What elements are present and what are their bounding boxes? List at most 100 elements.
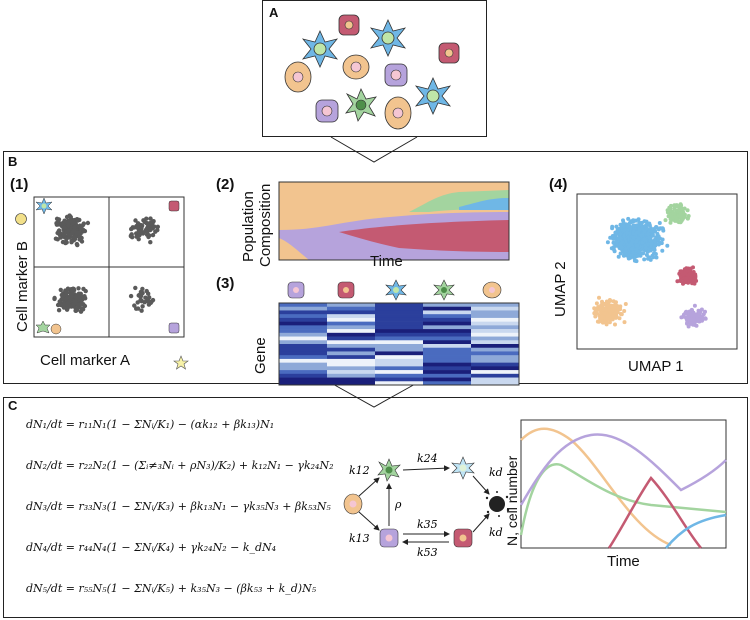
- scatter-point: [148, 240, 153, 245]
- heatmap-cell: [279, 310, 327, 315]
- scatter-point: [631, 250, 635, 255]
- scatter-point: [77, 296, 82, 302]
- composition-y-label-line2: Composition: [257, 183, 274, 267]
- cell-population-illustration: [284, 14, 460, 130]
- scatter-point: [646, 232, 651, 237]
- scatter-point: [619, 245, 624, 250]
- scatter-point: [599, 315, 604, 320]
- scatter-point: [656, 227, 661, 232]
- heatmap-cell: [375, 332, 423, 337]
- heatmap-cell: [375, 347, 423, 352]
- gating-y-axis-label: Cell marker B: [14, 241, 31, 332]
- scatter-point: [71, 220, 76, 226]
- scatter-point: [624, 239, 628, 244]
- heatmap-cell: [375, 303, 423, 308]
- heatmap-y-label: Gene: [252, 337, 269, 374]
- scatter-point: [52, 296, 57, 302]
- heatmap-cell: [423, 358, 471, 363]
- heatmap-cell: [471, 373, 519, 378]
- heatmap-cell: [327, 303, 375, 308]
- heatmap-cell: [279, 344, 327, 349]
- heatmap-cell: [327, 329, 375, 334]
- scatter-point: [642, 237, 647, 242]
- heatmap-cell: [471, 340, 519, 345]
- scatter-point: [648, 257, 653, 262]
- scatter-point: [139, 223, 145, 229]
- scatter-point: [648, 238, 653, 243]
- scatter-point: [58, 235, 63, 240]
- scatter-point: [64, 214, 70, 220]
- scatter-point: [58, 302, 63, 307]
- gating-x-axis-label: Cell marker A: [40, 352, 131, 369]
- scatter-point: [663, 218, 668, 223]
- scatter-point: [636, 236, 641, 241]
- heatmap-cell: [375, 317, 423, 322]
- heatmap-cell: [279, 303, 327, 308]
- scatter-point: [593, 309, 598, 314]
- blue-cell: [301, 30, 339, 68]
- scatter-point: [139, 298, 144, 303]
- scatter-point: [64, 290, 69, 296]
- scatter-point: [635, 253, 640, 258]
- scatter-point: [652, 226, 657, 231]
- heatmap-cell: [471, 303, 519, 308]
- scatter-point: [610, 226, 615, 231]
- heatmap-cell: [423, 325, 471, 330]
- heatmap-cell: [471, 362, 519, 367]
- scatter-point: [134, 234, 139, 239]
- scatter-point: [678, 219, 683, 224]
- scatter-point: [618, 307, 623, 312]
- heatmap-cell: [423, 355, 471, 360]
- scatter-point: [72, 301, 77, 306]
- scatter-point: [651, 251, 656, 256]
- scatter-point: [684, 310, 689, 315]
- heatmap-cell: [279, 329, 327, 334]
- heatmap-cell: [279, 358, 327, 363]
- scatter-point: [593, 314, 598, 319]
- node-green: [377, 458, 401, 482]
- scatter-point: [642, 219, 647, 224]
- subpanel-2-label: (2): [216, 176, 235, 193]
- heatmap-cell: [375, 362, 423, 367]
- scatter-point: [611, 305, 616, 310]
- heatmap-cell: [279, 332, 327, 337]
- scatter-point: [614, 240, 619, 245]
- scatter-point: [629, 242, 634, 247]
- scatter-point: [136, 229, 141, 234]
- scatter-point: [693, 273, 698, 278]
- heatmap-cell: [471, 347, 519, 352]
- heatmap-cell: [327, 332, 375, 337]
- rate-k53: k53: [417, 546, 438, 559]
- scatter-point: [656, 234, 661, 239]
- scatter-point: [611, 240, 616, 245]
- heatmap-cell: [375, 321, 423, 326]
- timecourse-x-label: Time: [607, 553, 640, 570]
- scatter-point: [54, 216, 60, 221]
- heatmap-cell: [375, 377, 423, 382]
- scatter-point: [618, 312, 623, 316]
- composition-y-label-line1: Population: [240, 191, 257, 262]
- heatmap-cell: [327, 355, 375, 360]
- scatter-point: [654, 255, 659, 260]
- heatmap-cell: [423, 373, 471, 378]
- heatmap-cell: [279, 366, 327, 371]
- scatter-point: [606, 308, 611, 312]
- scatter-point: [150, 223, 155, 229]
- scatter-point: [74, 241, 80, 247]
- scatter-point: [128, 293, 134, 299]
- umap-y-label: UMAP 2: [552, 261, 569, 317]
- scatter-point: [64, 295, 69, 300]
- red-cell: [338, 14, 360, 36]
- umap-scatter-plot: [576, 193, 738, 350]
- heatmap-cell: [423, 366, 471, 371]
- scatter-point: [145, 297, 151, 302]
- scatter-point: [660, 226, 665, 231]
- scatter-point: [623, 302, 628, 306]
- scatter-point: [684, 276, 689, 281]
- heatmap-cell: [375, 373, 423, 378]
- scatter-point: [622, 320, 627, 325]
- scatter-point: [598, 306, 603, 311]
- scatter-point: [69, 240, 74, 245]
- scatter-point: [656, 242, 661, 247]
- heatmap-cell: [279, 336, 327, 341]
